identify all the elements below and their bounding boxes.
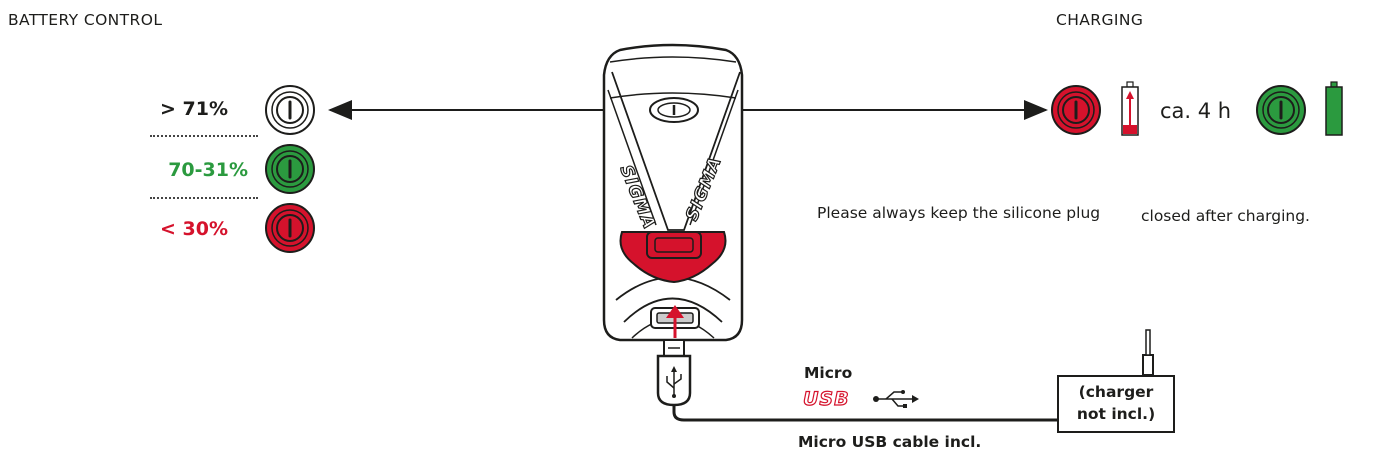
battery-control-heading: BATTERY CONTROL <box>8 11 163 29</box>
battery-charging-icon <box>1121 81 1139 136</box>
usb-port-icon <box>650 305 700 338</box>
charging-note-part2: closed after charging. <box>1141 207 1310 225</box>
silicone-plug-icon <box>619 231 727 284</box>
level-low-label: < 30% <box>159 218 228 240</box>
level-high-label: > 71% <box>159 98 228 120</box>
micro-label: Micro <box>804 364 853 382</box>
charging-heading: CHARGING <box>1056 11 1144 29</box>
level-mid-label: 70-31% <box>168 159 248 181</box>
charger-line-1: (charger <box>1078 383 1154 401</box>
usb-symbol-icon <box>873 390 919 408</box>
charging-duration: ca. 4 h <box>1160 99 1232 123</box>
charging-note-part1: Please always keep the silicone plug <box>817 204 1101 222</box>
usb-cable <box>672 405 1058 422</box>
level-divider <box>150 135 258 137</box>
device-power-button-icon <box>649 97 699 123</box>
charging-green-indicator-icon <box>1256 85 1306 135</box>
charger-box: (charger not incl.) <box>1057 375 1175 433</box>
cable-label: Micro USB cable incl. <box>798 433 982 451</box>
micro-usb-plug-icon <box>656 339 692 407</box>
usb-logo: USB <box>802 387 850 410</box>
charger-line-2: not incl.) <box>1076 405 1156 423</box>
charger-plug-icon <box>1142 329 1154 376</box>
indicator-green-icon <box>265 144 315 194</box>
level-divider <box>150 197 258 199</box>
charging-red-indicator-icon <box>1051 85 1101 135</box>
battery-full-icon <box>1325 81 1343 136</box>
indicator-white-icon <box>265 85 315 135</box>
indicator-red-icon <box>265 203 315 253</box>
